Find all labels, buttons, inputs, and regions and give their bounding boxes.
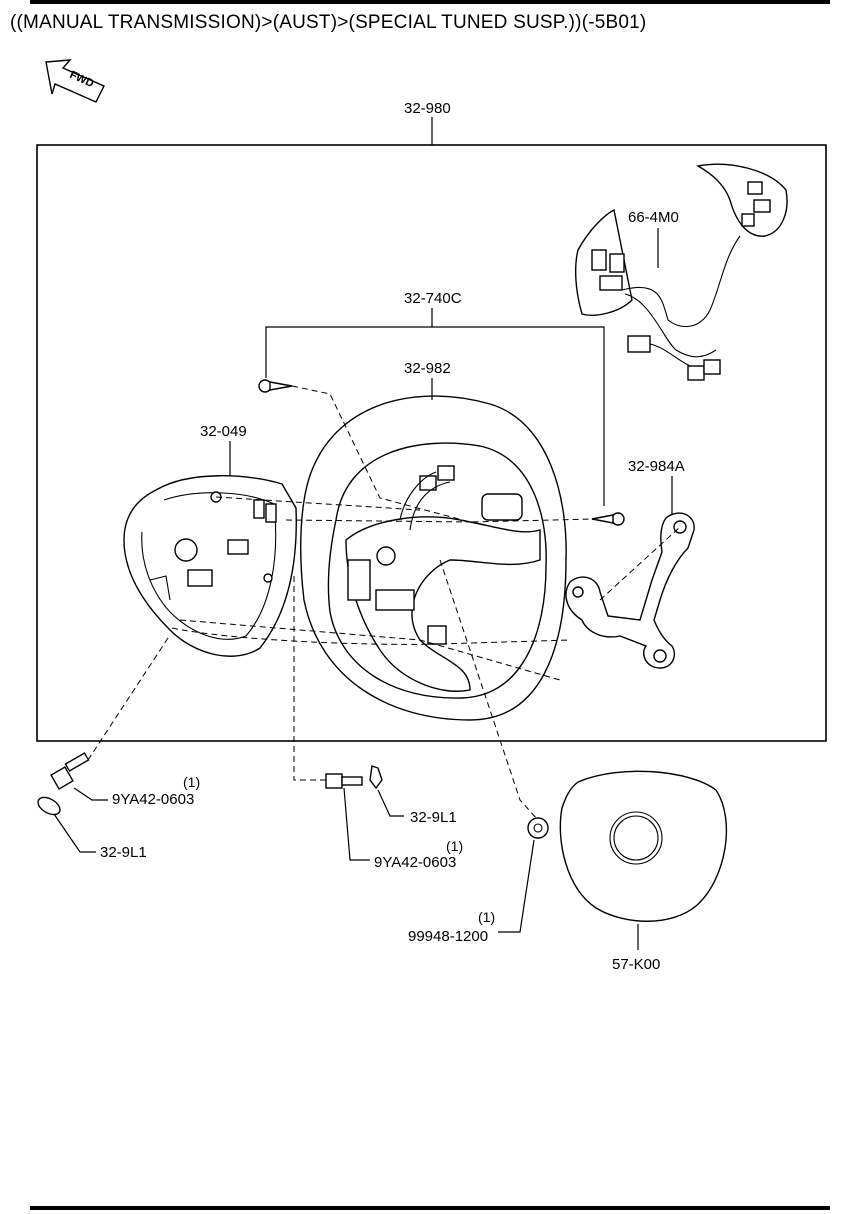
steering-switch-harness (575, 163, 788, 381)
label-cap-center: 32-9L1 (410, 809, 457, 826)
label-32-982: 32-982 (404, 360, 451, 377)
bolt-center (325, 773, 363, 789)
alignment-lines (87, 385, 681, 821)
top-rule (30, 0, 830, 4)
airbag-module (559, 770, 728, 922)
forward-arrow-icon: FWD (45, 59, 105, 103)
nut-leader (498, 839, 535, 933)
label-32-984a: 32-984A (628, 458, 685, 475)
rear-cover (123, 475, 297, 657)
switch-bracket (565, 512, 695, 669)
bolt-center-leader (343, 787, 370, 861)
screw-set-leader (265, 326, 605, 506)
label-32-049: 32-049 (200, 423, 247, 440)
bolt-left-leader (73, 787, 108, 801)
screw-upper (258, 379, 293, 393)
cap-center (369, 765, 383, 790)
label-cap-left: 32-9L1 (100, 844, 147, 861)
nut (527, 817, 549, 839)
label-bolt-center: 9YA42-0603 (374, 854, 456, 871)
label-airbag: 57-K00 (612, 956, 660, 973)
label-32-740c: 32-740C (404, 290, 462, 307)
screw-right (591, 512, 625, 526)
label-nut: 99948-1200 (408, 928, 488, 945)
bolt-center-qty: (1) (446, 838, 463, 854)
cap-left-leader (53, 813, 96, 853)
label-66-4m0: 66-4M0 (628, 209, 679, 226)
bolt-left (50, 752, 90, 790)
label-bolt-left: 9YA42-0603 (112, 791, 194, 808)
cap-center-leader (377, 789, 404, 817)
nut-qty: (1) (478, 909, 495, 925)
steering-wheel (300, 395, 567, 721)
bolt-left-qty: (1) (183, 774, 200, 790)
cap-left (37, 796, 61, 816)
label-32-980: 32-980 (404, 100, 451, 117)
page-title: ((MANUAL TRANSMISSION)>(AUST)>(SPECIAL T… (10, 12, 647, 33)
bottom-rule (30, 1206, 830, 1210)
